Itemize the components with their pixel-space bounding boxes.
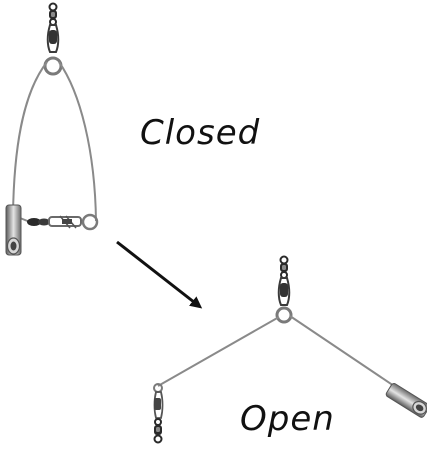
fishing-rig-open-icon: [153, 255, 427, 444]
top-swivel: [46, 2, 60, 53]
wire-arms-open: [157, 315, 404, 393]
closed-label: Closed: [140, 113, 261, 153]
fishing-rig-closed-icon: [5, 2, 99, 256]
top-swivel-open: [277, 255, 291, 306]
open-label: Open: [240, 399, 335, 439]
top-ring-open: [275, 306, 293, 324]
top-ring: [43, 56, 63, 76]
bottom-swivel-open: [153, 383, 164, 444]
wire-arms-closed: [12, 61, 97, 222]
bottom-swivel-closed: [19, 213, 99, 231]
sleeve-tube-closed: [5, 204, 22, 256]
sleeve-tube-open: [385, 383, 427, 418]
arrow-icon: [116, 240, 203, 309]
